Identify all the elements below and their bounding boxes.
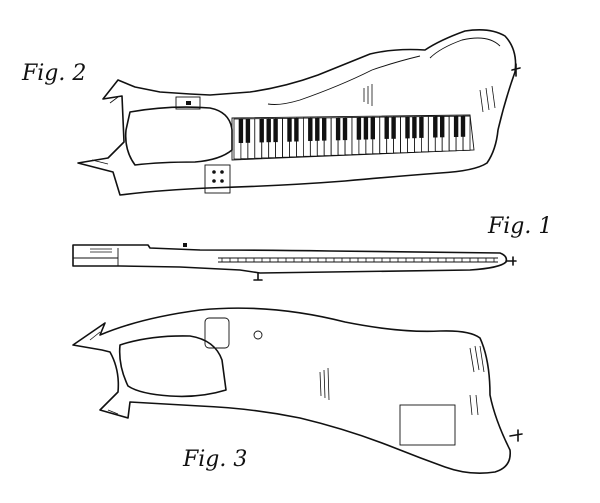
fig2-tuning-peg — [511, 63, 521, 77]
black-key — [273, 118, 278, 143]
fig2-control-panel-top — [175, 96, 201, 110]
figure-2-front-view: Fig. 2 — [21, 29, 521, 196]
fig2-control-dot — [220, 170, 224, 174]
black-key — [308, 118, 313, 141]
black-key — [294, 118, 299, 142]
fig1-control-knob — [183, 243, 187, 247]
black-key — [460, 116, 466, 137]
fig1-key-edges — [221, 258, 495, 262]
fig2-control-dot — [212, 179, 216, 183]
figure-3-label: Fig. 3 — [182, 447, 247, 472]
fig1-body-outline — [72, 244, 508, 274]
fig1-tuning-peg — [505, 256, 517, 266]
fig1-bottom-knob — [253, 272, 263, 281]
black-key — [335, 117, 341, 141]
black-key — [384, 117, 389, 139]
fig2-inner-contour — [267, 55, 421, 105]
figure-1-side-view: Fig. 1 — [72, 214, 552, 281]
black-key — [356, 117, 362, 140]
fig3-round-button — [253, 330, 263, 340]
fig2-body-outline — [77, 29, 517, 196]
black-key — [287, 118, 292, 142]
fig3-tuning-peg — [509, 429, 523, 442]
black-key — [405, 116, 410, 139]
black-key — [245, 118, 251, 143]
fig2-control-box — [204, 164, 231, 194]
black-key — [266, 118, 271, 143]
fig2-keyboard — [233, 115, 471, 160]
fig3-rear-panel — [204, 317, 230, 349]
black-key — [440, 116, 445, 138]
black-key — [322, 117, 327, 141]
fig2-control-dot — [212, 170, 216, 174]
fig2-control-knob — [186, 101, 191, 105]
fig2-inner-contour-2 — [429, 37, 501, 59]
figure-2-label: Fig. 2 — [21, 61, 86, 86]
fig3-handle-cutout — [118, 335, 227, 398]
fig3-access-plate — [399, 404, 456, 446]
fig2-handle-cutout — [124, 106, 233, 166]
black-key — [315, 118, 320, 141]
black-key — [342, 117, 348, 141]
fig2-keyboard-frame — [231, 114, 475, 161]
black-key — [363, 117, 369, 140]
black-key — [238, 119, 244, 143]
black-key — [433, 116, 438, 138]
figure-1-label: Fig. 1 — [487, 214, 552, 239]
black-key — [370, 117, 375, 140]
fig1-shading — [90, 248, 112, 253]
fig3-shading — [89, 331, 485, 416]
black-key — [259, 118, 264, 143]
black-key — [391, 117, 396, 139]
black-key — [453, 116, 459, 137]
figure-3-rear-view: Fig. 3 — [72, 307, 523, 474]
fig2-control-dot — [220, 179, 224, 183]
fig3-body-outline — [72, 307, 512, 474]
black-key — [419, 116, 424, 138]
black-key — [412, 116, 417, 139]
fig2-shading — [91, 84, 496, 165]
